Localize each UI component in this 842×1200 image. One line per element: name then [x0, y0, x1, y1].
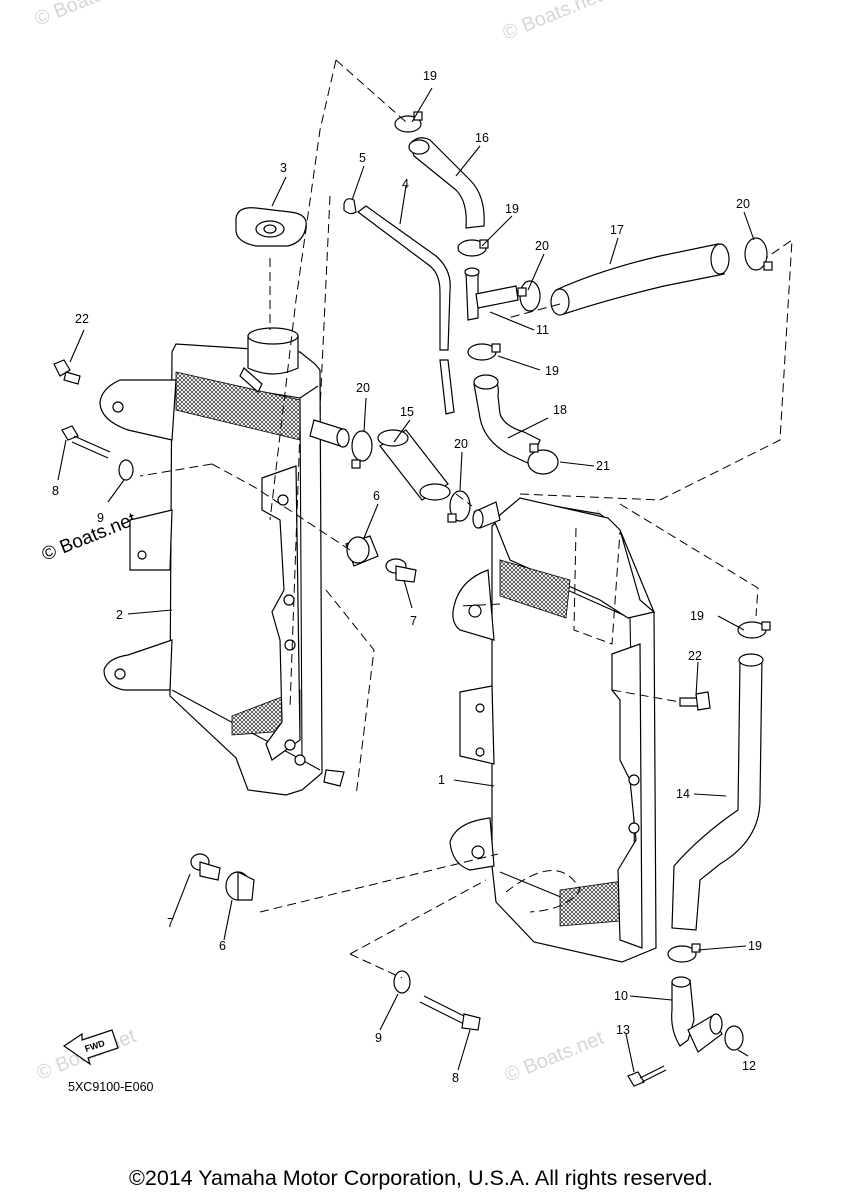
pipe-10 [671, 976, 723, 1053]
upper-hose-16 [408, 137, 485, 229]
callout-22: 22 [75, 312, 89, 326]
callout-21: 21 [596, 459, 610, 473]
callout-20: 20 [454, 437, 468, 451]
callout-20: 20 [736, 197, 750, 211]
washer-9-lower [393, 970, 411, 994]
breather-hose [357, 205, 455, 415]
callout-12: 12 [742, 1059, 756, 1073]
clamp-19-c [467, 343, 501, 361]
fwd-arrow-icon: FWD [62, 1029, 119, 1066]
svg-text:© Boats.net: © Boats.net [32, 0, 138, 31]
collar-7-lower [190, 853, 221, 881]
callout-8: 8 [52, 484, 59, 498]
grommet-6-upper [345, 535, 379, 567]
callout-7: 7 [410, 614, 417, 628]
clamp-19-d [737, 621, 771, 639]
callout-labels: 19 16 3 5 4 19 20 17 20 11 19 18 21 15 2… [52, 69, 762, 1085]
callout-9: 9 [97, 511, 104, 525]
callout-1: 1 [438, 773, 445, 787]
assembly-lines [139, 59, 793, 979]
svg-text:© Boats.net: © Boats.net [39, 509, 140, 566]
callout-13: 13 [616, 1023, 630, 1037]
bolt-22-right [679, 691, 711, 711]
callout-18: 18 [553, 403, 567, 417]
grommet-6-lower [225, 871, 255, 901]
callout-9: 9 [375, 1031, 382, 1045]
callout-15: 15 [400, 405, 414, 419]
clamp-19-top [394, 111, 423, 133]
hose-15 [377, 429, 451, 501]
callout-19: 19 [505, 202, 519, 216]
callout-3: 3 [280, 161, 287, 175]
washer-9-left [118, 459, 134, 481]
copyright-notice: ©2014 Yamaha Motor Corporation, U.S.A. A… [129, 1166, 713, 1190]
bolt-13 [627, 1065, 667, 1087]
callout-19: 19 [690, 609, 704, 623]
callout-20: 20 [535, 239, 549, 253]
long-hose-17 [550, 243, 730, 316]
hose-clip [343, 198, 357, 215]
clamp-20-b [744, 237, 773, 271]
clamp-19-e [667, 943, 701, 963]
clamp-19-mid [457, 239, 489, 257]
clamp-20-c [351, 430, 373, 469]
callout-22: 22 [688, 649, 702, 663]
clamp-20-d [447, 490, 471, 523]
svg-text:© Boats.net: © Boats.net [502, 1027, 608, 1087]
collar-7-upper [385, 558, 417, 583]
o-ring-12 [724, 1025, 744, 1051]
callout-7: 7 [167, 916, 174, 930]
callout-17: 17 [610, 223, 624, 237]
callout-16: 16 [475, 131, 489, 145]
drawing-code: 5XC9100-E060 [68, 1080, 154, 1094]
left-radiator [99, 327, 350, 796]
bolt-8-lower [419, 995, 481, 1031]
callout-20: 20 [356, 381, 370, 395]
callout-5: 5 [359, 151, 366, 165]
hose-14 [671, 653, 764, 931]
callout-11: 11 [536, 323, 549, 337]
hose-18 [473, 374, 541, 465]
callout-2: 2 [116, 608, 123, 622]
callout-4: 4 [402, 177, 409, 191]
callout-6: 6 [373, 489, 380, 503]
callout-19: 19 [748, 939, 762, 953]
callout-10: 10 [614, 989, 628, 1003]
callout-19: 19 [545, 364, 559, 378]
callout-6: 6 [219, 939, 226, 953]
leader-lines [57, 87, 755, 1073]
clamp-21 [527, 443, 559, 475]
bolt-8-left [61, 425, 111, 459]
callout-8: 8 [452, 1071, 459, 1085]
clamp-20-a [517, 280, 541, 312]
callout-19: 19 [423, 69, 437, 83]
svg-text:© Boats.net: © Boats.net [500, 0, 606, 45]
callout-14: 14 [676, 787, 690, 801]
pipe-joint-11 [464, 267, 519, 321]
bolt-22-left [53, 359, 81, 385]
right-radiator [449, 497, 657, 963]
radiator-cap [235, 207, 307, 247]
